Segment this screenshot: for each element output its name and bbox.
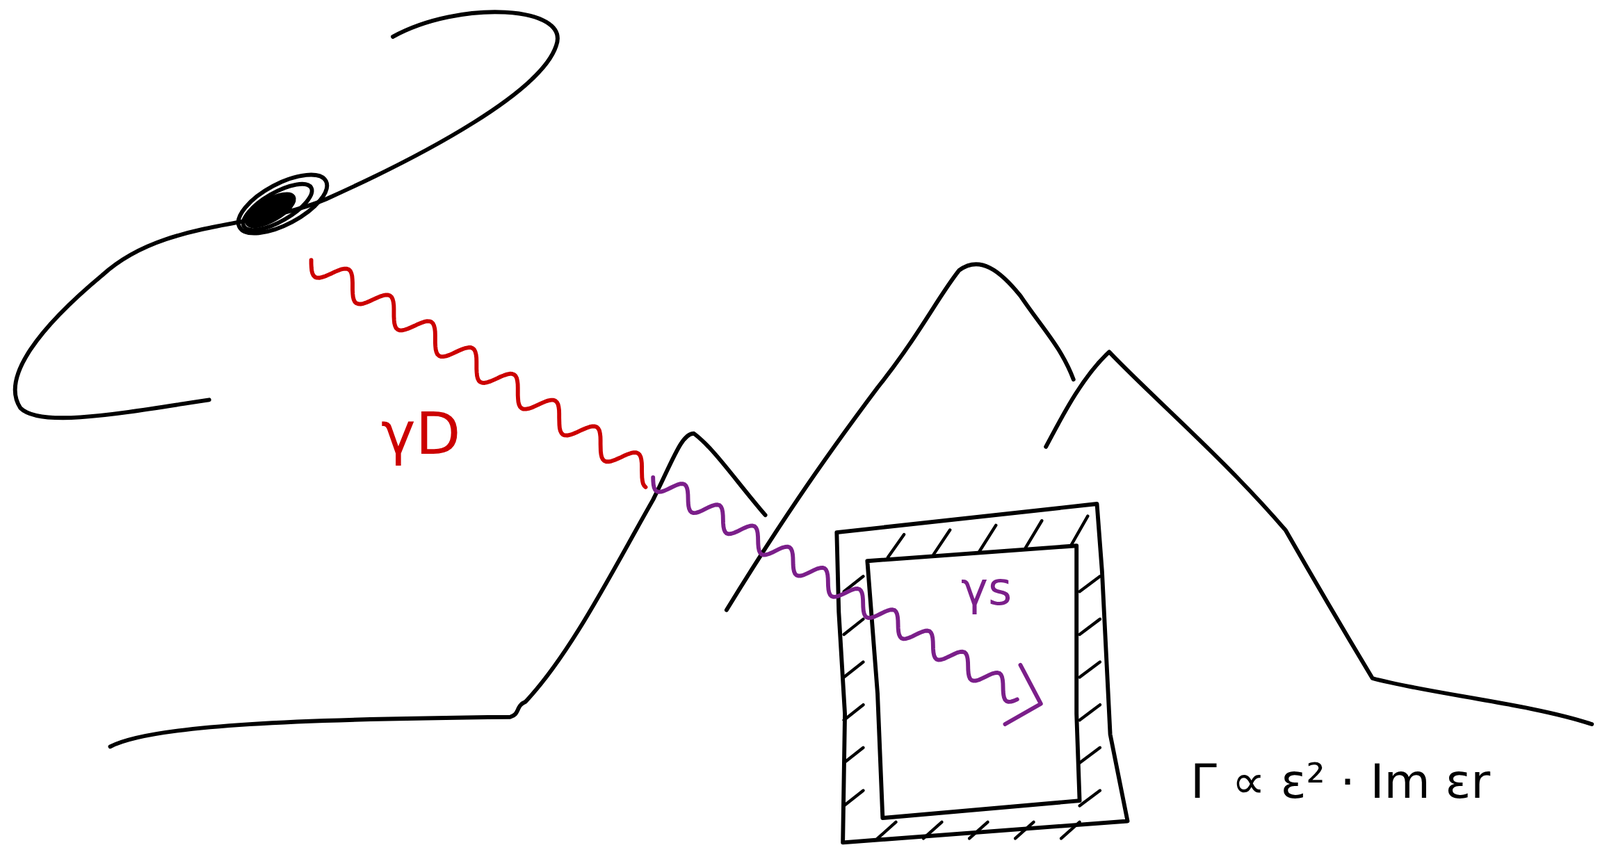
- mountain: [109, 433, 765, 748]
- wall-hatch: [979, 525, 996, 552]
- wall-hatch: [844, 705, 864, 721]
- photon-label: γs: [958, 564, 1015, 616]
- wall-hatch: [1025, 520, 1042, 548]
- wall-hatch: [1015, 822, 1034, 839]
- galaxy-core: [230, 163, 336, 246]
- wall-hatch: [1079, 705, 1101, 721]
- wall-hatch: [1079, 576, 1101, 592]
- wall-hatch: [844, 662, 864, 678]
- wall-hatch: [933, 529, 950, 555]
- wall-hatch: [1079, 790, 1101, 806]
- mountain: [1045, 351, 1592, 725]
- wall-hatch: [844, 619, 864, 635]
- photon-label: γD: [381, 401, 461, 466]
- wall-hatch: [877, 822, 896, 839]
- wall-hatch: [844, 748, 864, 764]
- wall-hatch: [923, 822, 942, 839]
- wall-hatch: [1071, 516, 1088, 546]
- formula: Γ ∝ ε² · Im εr: [1190, 756, 1491, 809]
- detector-box: γs: [869, 561, 1077, 809]
- photon-wave: [652, 477, 1018, 703]
- wall-hatch: [1079, 748, 1101, 764]
- wall-hatch: [969, 822, 988, 839]
- dark-photon-wave: [311, 260, 646, 488]
- wall-hatch: [1079, 662, 1101, 678]
- wall-hatch: [844, 790, 864, 806]
- galaxy-core: [242, 188, 300, 233]
- wall-hatch: [887, 534, 904, 558]
- wall-hatch: [1079, 619, 1101, 635]
- detector-wall: [836, 504, 1128, 843]
- arrowhead: [1004, 665, 1041, 725]
- galaxy-core: [237, 175, 319, 239]
- wall-hatch: [1061, 822, 1080, 839]
